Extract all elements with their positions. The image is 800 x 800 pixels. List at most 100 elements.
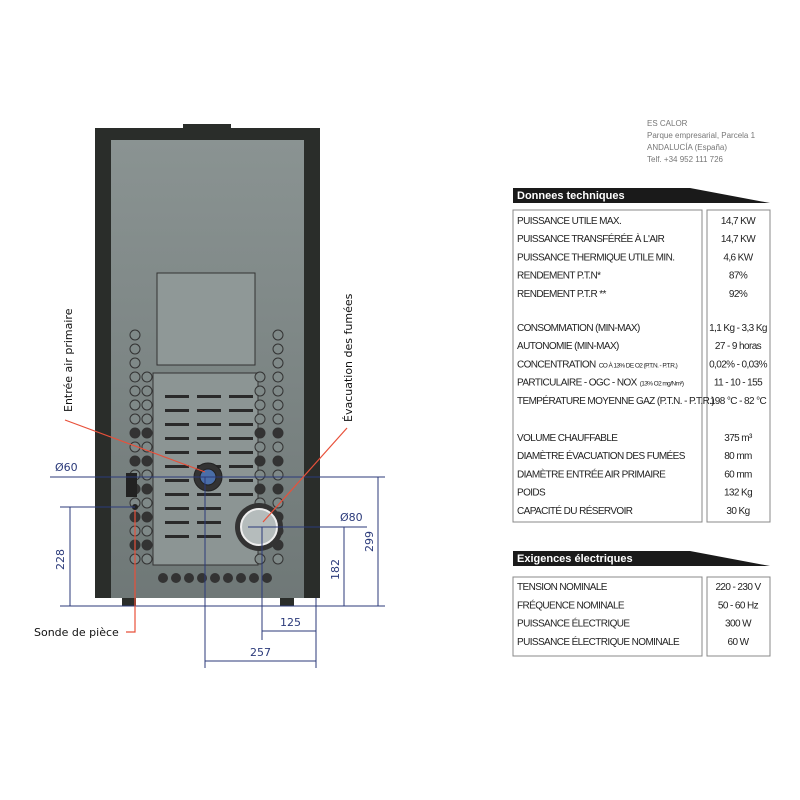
vent-hole xyxy=(272,343,284,355)
spec-label-text: PARTICULAIRE - OGC - NOX xyxy=(517,378,638,389)
spec-value: 80 mm xyxy=(724,451,752,462)
spec-label-text: PUISSANCE UTILE MAX. xyxy=(517,216,621,227)
vent-hole xyxy=(254,371,266,383)
vent-hole xyxy=(254,413,266,425)
spec-value: 1,1 Kg - 3,3 Kg xyxy=(709,323,767,334)
vent-hole xyxy=(272,427,284,439)
vent-hole xyxy=(129,413,141,425)
spec-label: CONSOMMATION (MIN-MAX) xyxy=(517,323,640,334)
vent-hole xyxy=(141,371,153,383)
spec-label: AUTONOMIE (MIN-MAX) xyxy=(517,341,619,352)
power-socket xyxy=(126,473,137,497)
label-flue-exhaust: Évacuation des fumées xyxy=(342,293,355,422)
vent-hole xyxy=(272,455,284,467)
vent-hole xyxy=(129,455,141,467)
spec-label: PUISSANCE UTILE MAX. xyxy=(517,216,621,227)
spec-value: 92% xyxy=(729,289,748,300)
vent-slot xyxy=(197,535,221,538)
electrical-value: 60 W xyxy=(728,637,750,648)
vent-hole xyxy=(272,399,284,411)
spec-value: 0,02% - 0,03% xyxy=(709,359,768,370)
vent-slot xyxy=(197,395,221,398)
vent-slot xyxy=(197,521,221,524)
stove-rear-view xyxy=(95,124,320,606)
spec-label-text: RENDEMENT P.T.R ** xyxy=(517,289,607,300)
technical-rows: PUISSANCE UTILE MAX. 14,7 KW PUISSANCE TRA… xyxy=(517,216,768,517)
spec-value: 27 - 9 horas xyxy=(715,341,762,352)
technical-title: Donnees techniques xyxy=(517,190,625,202)
spec-label-text: VOLUME CHAUFFABLE xyxy=(517,433,618,444)
vent-hole xyxy=(272,385,284,397)
vent-slot xyxy=(165,521,189,524)
spec-label: CAPACITÉ DU RÉSERVOIR xyxy=(517,504,633,517)
vent-hole xyxy=(141,511,153,523)
spec-value: 4,6 KW xyxy=(723,252,753,263)
electrical-label: FRÉQUENCE NOMINALE xyxy=(517,598,625,611)
vent-slot xyxy=(197,451,221,454)
vent-hole xyxy=(262,573,272,583)
vent-slot xyxy=(197,423,221,426)
spec-value: 14,7 KW xyxy=(721,234,756,245)
vent-hole xyxy=(141,455,153,467)
company-address-line2: ANDALUCÍA (España) xyxy=(647,143,727,152)
vent-hole xyxy=(129,371,141,383)
vent-hole xyxy=(210,573,220,583)
spec-label: DIAMÈTRE ENTRÉE AIR PRIMAIRE xyxy=(517,467,666,480)
vent-slot xyxy=(229,423,253,426)
vent-hole xyxy=(249,573,259,583)
vent-hole xyxy=(272,413,284,425)
vent-hole xyxy=(141,399,153,411)
vent-slot xyxy=(165,451,189,454)
electrical-label: PUISSANCE ÉLECTRIQUE NOMINALE xyxy=(517,635,680,648)
company-address-line1: Parque empresarial, Parcela 1 xyxy=(647,131,756,140)
electrical-value: 300 W xyxy=(725,619,752,630)
vent-hole xyxy=(272,553,284,565)
vent-hole xyxy=(184,573,194,583)
electrical-value: 220 - 230 V xyxy=(715,582,761,593)
spec-label: RENDEMENT P.T.N* xyxy=(517,271,601,282)
vent-hole xyxy=(129,343,141,355)
vent-slot xyxy=(165,423,189,426)
spec-value: 375 m³ xyxy=(724,433,753,444)
spec-label-text: TEMPÉRATURE MOYENNE GAZ (P.T.N. - P.T.R.… xyxy=(517,394,714,407)
electrical-value: 50 - 60 Hz xyxy=(718,600,759,611)
vent-hole xyxy=(141,413,153,425)
vent-hole xyxy=(254,441,266,453)
vent-hole xyxy=(129,329,141,341)
spec-label-text: DIAMÈTRE ÉVACUATION DES FUMÉES xyxy=(517,449,686,462)
vent-slots xyxy=(165,395,253,538)
vent-slot xyxy=(165,395,189,398)
vent-hole xyxy=(129,399,141,411)
spec-value: 14,7 KW xyxy=(721,216,756,227)
vent-hole xyxy=(141,497,153,509)
spec-value: 87% xyxy=(729,271,748,282)
vent-hole xyxy=(141,469,153,481)
vent-slot xyxy=(197,437,221,440)
vent-slot xyxy=(165,479,189,482)
vent-hole xyxy=(171,573,181,583)
vent-slot xyxy=(229,395,253,398)
spec-label-text: DIAMÈTRE ENTRÉE AIR PRIMAIRE xyxy=(517,467,666,480)
vent-hole xyxy=(236,573,246,583)
spec-label: VOLUME CHAUFFABLE xyxy=(517,433,618,444)
spec-label-note: (13% O2 mg/Nm³) xyxy=(640,381,684,388)
spec-label: POIDS xyxy=(517,488,546,499)
vent-hole xyxy=(141,385,153,397)
dim-flue-diameter: Ø80 xyxy=(340,511,363,524)
spec-label-text: POIDS xyxy=(517,488,546,499)
vent-slot xyxy=(229,451,253,454)
electrical-label: PUISSANCE ÉLECTRIQUE xyxy=(517,617,630,630)
spec-label-text: CONSOMMATION (MIN-MAX) xyxy=(517,323,640,334)
vent-hole xyxy=(254,427,266,439)
vent-hole xyxy=(272,329,284,341)
vent-hole xyxy=(141,539,153,551)
spec-value: 60 mm xyxy=(724,469,752,480)
vent-slot xyxy=(229,465,253,468)
spec-label: PUISSANCE TRANSFÉRÉE À L'AIR xyxy=(517,232,665,245)
vent-hole xyxy=(254,483,266,495)
dim-air-diameter: Ø60 xyxy=(55,461,78,474)
vent-slot xyxy=(197,493,221,496)
